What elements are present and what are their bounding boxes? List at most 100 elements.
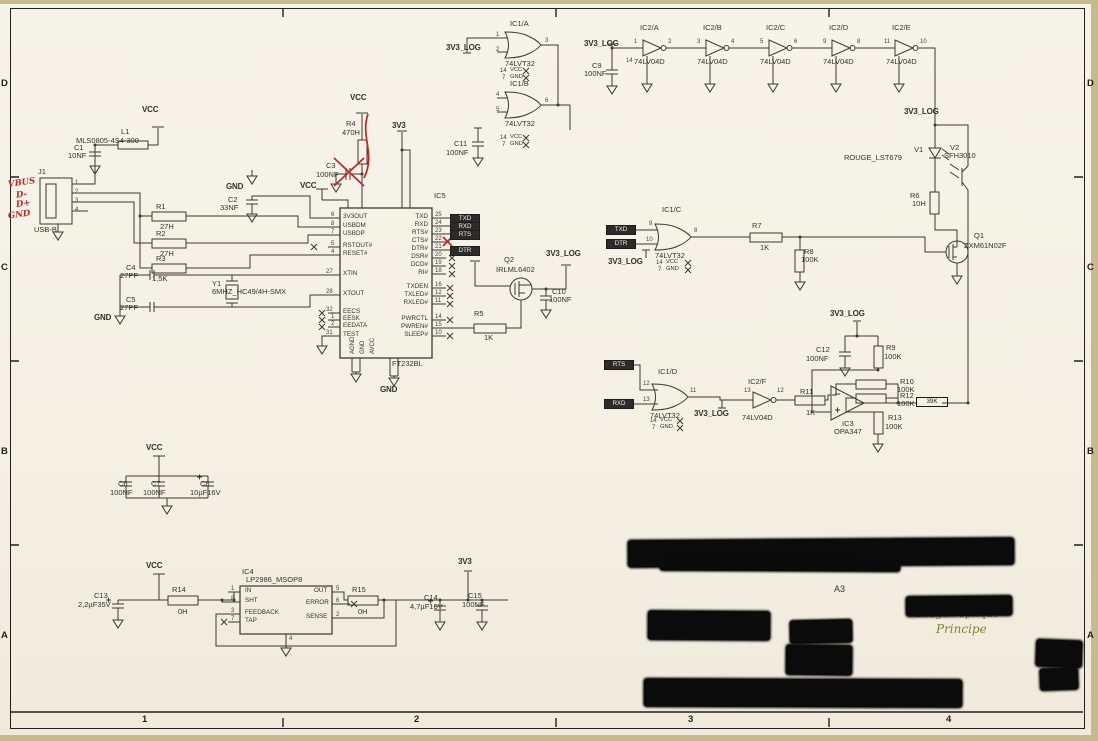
red-cross-over-c3 <box>333 157 365 187</box>
schematic-label: ZXM61N02F <box>964 241 1007 250</box>
junction-dots <box>93 46 970 602</box>
frame-col-label: 4 <box>946 714 952 725</box>
schematic-label: GND <box>380 385 398 394</box>
schematic-label: XTIN <box>343 270 358 277</box>
frame-col-label: 2 <box>414 714 420 725</box>
schematic-label: 470H <box>342 128 360 137</box>
schematic-label: 74LV04D <box>742 413 773 422</box>
schematic-label: 16 <box>435 282 442 288</box>
schematic-label: 100NF <box>549 295 572 304</box>
schematic-label: IC2/B <box>703 23 722 32</box>
redaction-mark <box>659 561 901 572</box>
schematic-label: IC1/D <box>658 367 678 376</box>
schematic-label: 0H <box>178 607 188 616</box>
or-gate-ic1b <box>504 91 542 119</box>
schematic-label: R6 <box>910 191 920 200</box>
schematic-label: 74LVT32 <box>505 119 535 128</box>
frame-row-label-right: B <box>1087 446 1094 457</box>
schematic-label: 1K <box>806 408 816 417</box>
schematic-label: GND <box>510 141 523 147</box>
schematic-label: C2 <box>228 195 238 204</box>
schematic-label: C1 <box>74 143 84 152</box>
schematic-label: 100K <box>897 399 915 408</box>
schematic-label: 74LV04D <box>823 57 854 66</box>
schematic-label: VCC <box>350 93 367 102</box>
schematic-label: 14 <box>500 135 507 141</box>
schematic-label: 14 <box>650 418 657 424</box>
schematic-label: 5 <box>336 586 340 592</box>
schematic-label: 1 <box>496 32 500 38</box>
schematic-label: SENSE <box>306 613 328 620</box>
schematic-label: 8 <box>231 596 235 602</box>
schematic-label: 10 <box>920 39 927 45</box>
schematic-label: Q1 <box>974 231 985 240</box>
schematic-label: 3 <box>697 39 701 45</box>
mosfet-q2-symbol <box>509 277 533 301</box>
schematic-label: R13 <box>888 413 902 422</box>
schematic-label: IN <box>245 587 252 594</box>
schematic-label: 74LVT32 <box>650 411 680 420</box>
schematic-label: 74LV04D <box>760 57 791 66</box>
net-label-box: RTS <box>450 230 480 240</box>
schematic-label: C9 <box>592 61 602 70</box>
frame-ticks <box>10 8 1083 727</box>
schematic-label: C4 <box>126 263 136 272</box>
schematic-label: 8 <box>694 228 698 234</box>
schematic-label: 23 <box>435 228 442 234</box>
schematic-label: DTR# <box>411 245 428 252</box>
schematic-label: VCC <box>660 417 673 423</box>
resistor-r10 <box>855 379 887 390</box>
schematic-label: 4 <box>331 249 335 255</box>
net-label-box: DTR <box>606 239 636 249</box>
schematic-label: 9 <box>649 221 653 227</box>
schematic-label: R5 <box>474 309 484 318</box>
schematic-label: R1 <box>156 202 166 211</box>
schematic-label: ROUGE_LST679 <box>844 153 902 162</box>
schematic-label: OPA347 <box>834 427 862 436</box>
schematic-label: 4 <box>289 636 293 642</box>
schematic-label: 7 <box>652 425 656 431</box>
schematic-label: 2 <box>331 321 335 327</box>
schematic-label: 27H <box>160 222 174 231</box>
schematic-label: 2 <box>496 47 500 53</box>
schematic-label: 27PF <box>120 271 138 280</box>
redaction-mark <box>647 610 771 641</box>
schematic-label: PWREN# <box>401 323 428 330</box>
schematic-label: 74LV04D <box>886 57 917 66</box>
schematic-label: EESK <box>343 315 360 322</box>
schematic-label: 4 <box>75 207 79 213</box>
schematic-label: IC2/F <box>748 377 767 386</box>
schematic-label: VCC <box>510 134 523 140</box>
schematic-label: FT232BL <box>392 359 423 368</box>
schematic-label: IC5 <box>434 191 446 200</box>
schematic-label: V1 <box>914 145 924 154</box>
net-label-box: RTS <box>604 360 634 370</box>
schematic-label: 9 <box>823 39 827 45</box>
schematic-label: 8 <box>857 39 861 45</box>
schematic-label: 6 <box>336 598 340 604</box>
schematic-label: 3V3_LOG <box>830 309 865 318</box>
frame-row-label-right: D <box>1087 78 1094 89</box>
schematic-label: C15 <box>468 591 482 600</box>
schematic-label: TXDEN <box>406 283 428 290</box>
schematic-label: C11 <box>454 139 468 148</box>
schematic-label: 20 <box>435 252 442 258</box>
schematic-label: 4 <box>731 39 735 45</box>
schematic-label: 7 <box>331 229 335 235</box>
schematic-label: 6 <box>545 98 549 104</box>
schematic-label: 74LVT32 <box>505 59 535 68</box>
frame-row-label-left: D <box>1 78 8 89</box>
schematic-label: 6 <box>794 39 798 45</box>
schematic-label: 3V3 <box>458 557 472 566</box>
resistor-r2 <box>151 238 187 249</box>
net-label-box: DTR <box>450 246 480 256</box>
schematic-label: 6MHZ_HC49/4H-SMX <box>212 287 287 296</box>
schematic-label: 3V3_LOG <box>446 43 481 52</box>
schematic-label: RI# <box>418 269 428 276</box>
schematic-label: C10 <box>552 287 566 296</box>
schematic-label: 3V3_LOG <box>584 39 619 48</box>
red-squiggle <box>363 113 370 179</box>
schematic-label: 1K <box>760 243 770 252</box>
